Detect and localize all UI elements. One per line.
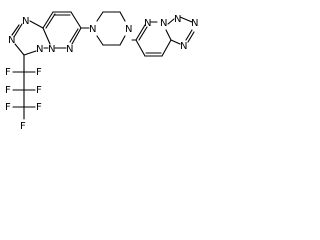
bond xyxy=(23,50,37,56)
bond xyxy=(138,26,148,41)
bond xyxy=(96,35,104,46)
bond xyxy=(42,27,51,45)
molecule-diagram: N N N N N N N N N N N N F F F F F F F xyxy=(0,0,209,135)
atom-label-n: N xyxy=(180,41,187,52)
bond xyxy=(135,24,146,41)
atom-label-f: F xyxy=(5,85,11,96)
bond xyxy=(165,29,172,41)
atom-labels: N N N N N N N N N N N N F F F F F F F xyxy=(5,14,198,132)
atom-label-n: N xyxy=(8,35,15,46)
bond xyxy=(179,16,193,23)
atom-label-f: F xyxy=(5,67,11,78)
atom-label-n: N xyxy=(125,24,132,35)
atom-label-n: N xyxy=(144,18,151,29)
structure-svg: N N N N N N N N N N N N F F F F F F F xyxy=(5,11,198,132)
bond xyxy=(13,23,23,38)
atom-label-n: N xyxy=(36,44,43,55)
atom-label-f: F xyxy=(36,102,42,113)
bond xyxy=(11,24,20,36)
atom-label-n: N xyxy=(66,44,73,55)
atom-label-f: F xyxy=(36,85,42,96)
bond xyxy=(119,11,126,22)
bond xyxy=(70,11,82,29)
bond xyxy=(119,35,126,46)
bond xyxy=(96,11,104,22)
bond xyxy=(161,39,172,57)
bond xyxy=(185,29,193,41)
atom-label-f: F xyxy=(5,102,11,113)
bond xyxy=(45,13,56,29)
atom-label-f: F xyxy=(36,67,42,78)
atom-label-n: N xyxy=(22,16,29,27)
atom-label-n: N xyxy=(191,18,198,29)
bond xyxy=(167,18,175,25)
bond xyxy=(135,39,146,57)
bond xyxy=(187,31,195,43)
bond xyxy=(14,43,25,56)
atom-label-n: N xyxy=(89,24,96,35)
bond xyxy=(29,20,44,29)
bond xyxy=(71,27,82,45)
bonds xyxy=(11,11,195,120)
atom-label-f: F xyxy=(20,121,26,132)
atom-label-n: N xyxy=(48,44,55,55)
bond xyxy=(170,39,181,45)
bond xyxy=(69,28,79,43)
bond xyxy=(42,11,54,29)
atom-label-n: N xyxy=(174,14,181,25)
atom-label-n: N xyxy=(160,18,167,29)
